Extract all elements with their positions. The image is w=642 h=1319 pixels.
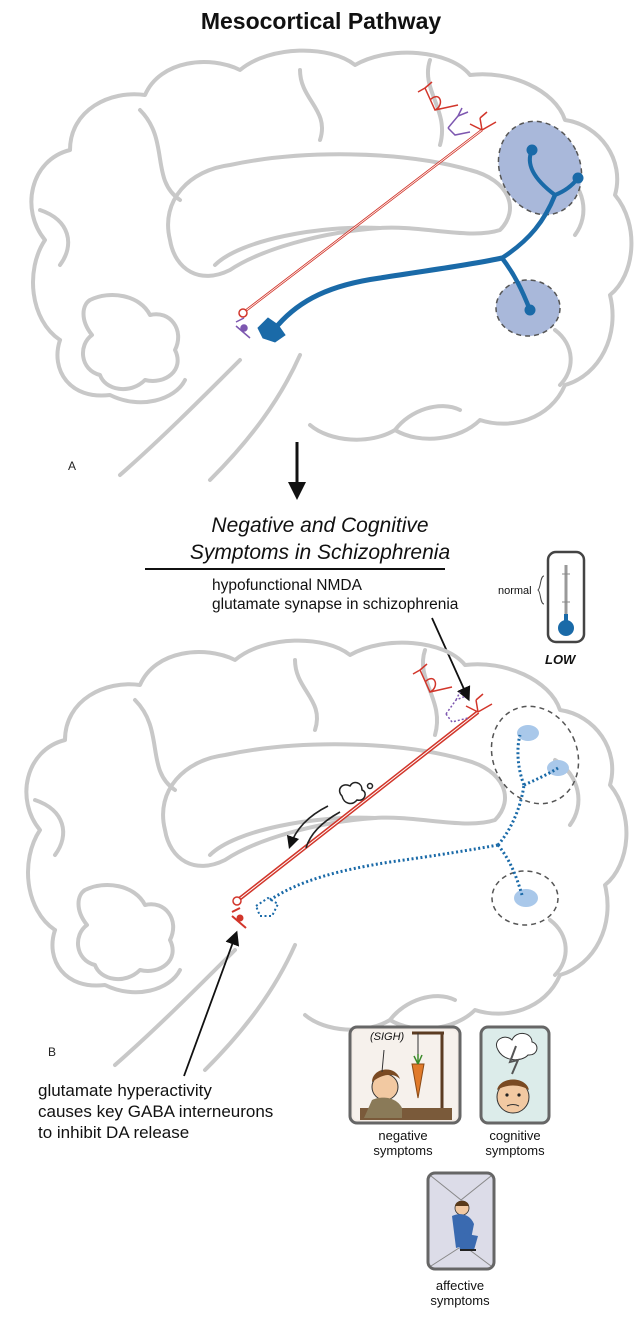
brain-outline-a bbox=[29, 48, 634, 482]
cortex-regions-b bbox=[490, 705, 580, 926]
brain-outline-b bbox=[24, 638, 629, 1072]
nmda-annotation: hypofunctional NMDA glutamate synapse in… bbox=[212, 576, 458, 614]
prefrontal-region-ventral-b bbox=[491, 870, 559, 926]
glutamate-projection-b bbox=[231, 663, 493, 929]
cognitive-symptoms-caption: cognitive symptoms bbox=[460, 1128, 570, 1158]
negative-caption-line1: negative bbox=[378, 1128, 428, 1143]
affective-caption-line2: symptoms bbox=[430, 1293, 490, 1308]
gaba-interneuron-b bbox=[445, 691, 469, 723]
thought-puff bbox=[338, 781, 374, 805]
nmda-pointer-arrow bbox=[431, 617, 471, 702]
heading-underline bbox=[145, 568, 445, 570]
glutamate-annotation-line3: to inhibit DA release bbox=[38, 1123, 190, 1142]
dopamine-projection-b bbox=[254, 734, 559, 917]
panel-b-label: B bbox=[48, 1045, 57, 1059]
dopamine-projection-a bbox=[257, 144, 584, 343]
section-heading-line1: Negative and Cognitive bbox=[211, 514, 429, 537]
nmda-annotation-line1: hypofunctional NMDA bbox=[212, 577, 362, 594]
thermometer-normal-label: normal bbox=[498, 585, 532, 597]
cognitive-symptoms-panel bbox=[479, 1025, 551, 1125]
nmda-annotation-line2: glutamate synapse in schizophrenia bbox=[212, 596, 459, 613]
negative-symptoms-caption: negative symptoms bbox=[348, 1128, 458, 1158]
page-title: Mesocortical Pathway bbox=[200, 8, 442, 34]
sigh-speech: (SIGH) bbox=[370, 1031, 405, 1043]
affective-symptoms-panel bbox=[426, 1171, 496, 1271]
glutamate-pointer-arrow bbox=[183, 930, 240, 1077]
cognitive-caption-line2: symptoms bbox=[485, 1143, 545, 1158]
transition-arrow bbox=[288, 442, 306, 500]
glutamate-annotation: glutamate hyperactivity causes key GABA … bbox=[38, 1080, 273, 1143]
thermometer-icon bbox=[537, 550, 586, 644]
glutamate-annotation-line1: glutamate hyperactivity bbox=[38, 1081, 212, 1100]
panel-a-label: A bbox=[68, 459, 77, 473]
glutamate-annotation-line2: causes key GABA interneurons bbox=[38, 1102, 274, 1121]
thermometer-level-label: LOW bbox=[545, 652, 576, 667]
prefrontal-region-dorsal-b bbox=[490, 705, 580, 805]
glutamate-projection-a bbox=[238, 81, 497, 318]
negative-caption-line2: symptoms bbox=[373, 1143, 433, 1158]
cognitive-caption-line1: cognitive bbox=[489, 1128, 541, 1143]
affective-caption-line1: affective bbox=[435, 1278, 485, 1293]
negative-symptoms-panel bbox=[348, 1025, 462, 1125]
gaba-interneuron-a bbox=[235, 107, 471, 339]
affective-symptoms-caption: affective symptoms bbox=[405, 1278, 515, 1308]
motion-arrows bbox=[286, 805, 341, 850]
section-heading: Negative and Cognitive Symptoms in Schiz… bbox=[100, 512, 540, 566]
section-heading-line2: Symptoms in Schizophrenia bbox=[189, 541, 451, 564]
